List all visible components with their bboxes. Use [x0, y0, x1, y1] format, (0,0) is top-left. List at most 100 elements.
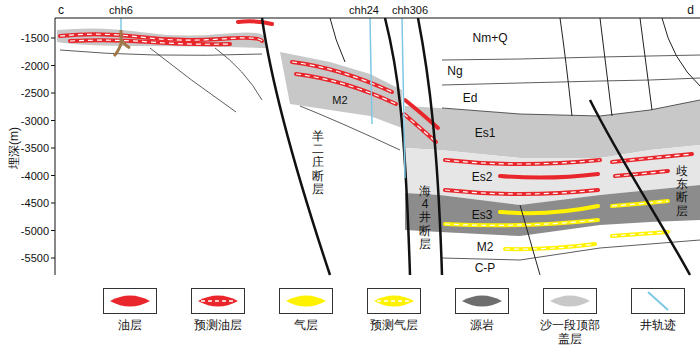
legend-item: 预测气层	[364, 288, 424, 332]
legend-sample	[632, 289, 684, 313]
layer-fill	[57, 28, 266, 48]
predicted-dash	[70, 40, 230, 44]
formation-name: Ed	[463, 91, 478, 105]
fault-line	[262, 18, 330, 275]
oil-layer	[60, 21, 692, 194]
predicted-dash	[445, 160, 600, 164]
legend-sample	[456, 289, 508, 313]
axis-frame	[55, 18, 700, 19]
thin-fault	[520, 205, 540, 275]
axis-frame	[55, 18, 56, 275]
layer-fill	[57, 28, 700, 236]
legend-sample	[104, 289, 156, 313]
layer-fill	[405, 100, 700, 158]
thin-fault	[662, 18, 700, 86]
legend-item: 源岩	[452, 288, 512, 332]
thin-fault	[640, 18, 652, 110]
formation-name: C-P	[475, 261, 496, 275]
predicted-dash	[60, 34, 692, 249]
formation-name: Es1	[475, 126, 496, 140]
legend-item: 油层	[100, 288, 160, 332]
well-trace	[370, 18, 372, 124]
predicted-dash	[445, 220, 598, 225]
well-trace	[120, 18, 122, 30]
predicted-dash	[505, 244, 595, 249]
well-name: chh24	[349, 3, 379, 17]
legend-item: 井轨迹	[628, 288, 688, 332]
fault-line	[590, 100, 690, 275]
depth-tick: -3000	[21, 114, 49, 128]
layer-boundary	[60, 50, 262, 55]
legend-box	[191, 288, 245, 314]
predicted-dash	[445, 190, 598, 194]
layer-boundary	[442, 78, 700, 85]
section-end: d	[687, 3, 694, 17]
legend-sample	[368, 289, 420, 313]
legend-box	[631, 288, 685, 314]
formation-name: Es3	[472, 208, 493, 222]
layer-boundary	[442, 240, 700, 260]
well-name: chh6	[109, 3, 133, 17]
legend-swatch	[110, 296, 150, 307]
layer-fill	[280, 52, 402, 128]
legend-box	[543, 288, 597, 314]
legend-text: 预测油层	[188, 318, 248, 332]
well-name: chh306	[392, 3, 428, 17]
legend-text: 气层	[276, 318, 336, 332]
oil-layer	[404, 114, 436, 142]
oil-layer	[500, 174, 598, 178]
legend-box	[455, 288, 509, 314]
depth-tick: -2500	[21, 86, 49, 100]
fault-name: 歧东断层	[676, 165, 688, 218]
legend-text: 油层	[100, 318, 160, 332]
legend-sample	[544, 289, 596, 313]
thin-fault	[560, 18, 572, 116]
legend-text: 沙一段顶部盖层	[540, 318, 600, 346]
thin-fault	[600, 18, 612, 116]
legend-box	[367, 288, 421, 314]
layer-boundary	[60, 48, 700, 260]
oil-layer	[445, 190, 598, 194]
depth-tick: -5000	[21, 224, 49, 238]
legend-swatch	[286, 296, 326, 307]
oil-layer	[70, 40, 230, 44]
well-branch	[114, 30, 130, 56]
thin-fault	[330, 18, 345, 62]
formation-name: Ng	[447, 64, 462, 78]
depth-tick: -4000	[21, 169, 49, 183]
fault-line	[262, 18, 690, 275]
legend-text: 井轨迹	[628, 318, 688, 332]
legend-swatch	[374, 296, 414, 307]
formation-name: Nm+Q	[472, 31, 507, 45]
section-end: c	[58, 3, 64, 17]
fault-name: 海4井断层	[419, 185, 431, 251]
legend-dash	[201, 300, 235, 302]
predicted-dash	[612, 232, 668, 236]
layer-boundary	[215, 48, 262, 100]
fault-line	[385, 18, 410, 275]
oil-layer	[615, 171, 668, 176]
legend-swatch	[550, 296, 590, 307]
axis-frame	[51, 18, 700, 275]
gas-layer	[505, 244, 595, 249]
well-branch	[114, 30, 121, 56]
gas-layer	[612, 232, 668, 236]
formation-name: Es2	[472, 170, 493, 184]
predicted-dash	[612, 201, 668, 206]
legend-text: 预测气层	[364, 318, 424, 332]
oil-layer	[238, 21, 272, 24]
gas-layer	[500, 206, 598, 213]
legend-dash	[377, 300, 411, 302]
legend-swatch	[462, 296, 502, 307]
well-trace	[402, 18, 405, 178]
well-trace	[121, 18, 405, 178]
depth-tick: -4500	[21, 196, 49, 210]
depth-tick: -5500	[21, 251, 49, 265]
legend-box	[103, 288, 157, 314]
legend-item: 气层	[276, 288, 336, 332]
predicted-dash	[404, 114, 436, 142]
legend-swatch	[648, 292, 668, 310]
legend-item: 沙一段顶部盖层	[540, 288, 600, 346]
well-branch	[121, 40, 130, 48]
